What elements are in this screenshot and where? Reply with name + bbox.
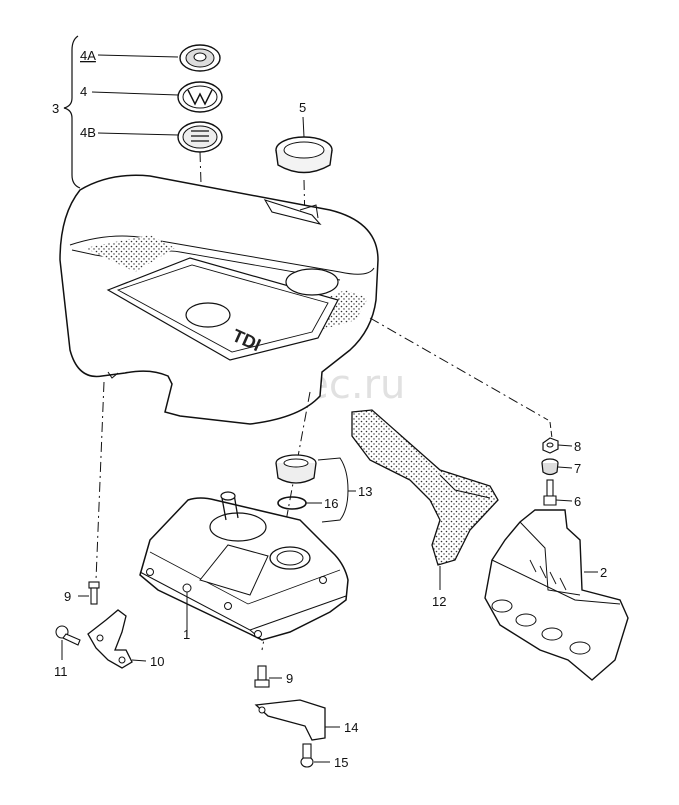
callout-14: 14 (344, 720, 358, 735)
vw-emblem-icon (177, 81, 223, 113)
leader-10 (131, 659, 147, 662)
axis-mount-right (369, 317, 549, 421)
leader-4a (97, 54, 179, 58)
callout-4: 4 (80, 84, 87, 99)
callout-11: 11 (54, 664, 68, 679)
axis-emblem (199, 151, 206, 311)
callout-3: 3 (52, 101, 59, 116)
cylinder-head-cover-part-1 (139, 491, 349, 641)
callout-2: 2 (600, 565, 607, 580)
axis-mount-center (261, 391, 311, 651)
bracket-part-10 (87, 609, 133, 669)
callout-12: 12 (432, 594, 446, 609)
axis-mount-left (95, 381, 105, 581)
callout-16: 16 (324, 496, 338, 511)
leader-6 (555, 499, 573, 502)
nut-part-8 (542, 437, 559, 454)
leader-7 (557, 466, 573, 469)
group-bracket-3 (63, 35, 81, 189)
emblem-4b-icon (177, 121, 223, 153)
emblem-4a-icon (179, 44, 221, 72)
leader-8 (557, 444, 573, 447)
axis-mount-right-2 (549, 421, 553, 439)
callout-1: 1 (183, 627, 190, 642)
callout-7: 7 (574, 461, 581, 476)
stud-part-6 (543, 479, 557, 506)
bolt-part-11 (55, 625, 81, 646)
bracket-part-14 (254, 699, 326, 741)
leader-4b (97, 132, 179, 136)
bracket-13 (317, 457, 349, 523)
callout-9-upper: 9 (64, 589, 71, 604)
grommet-part-13 (275, 454, 317, 484)
callout-6: 6 (574, 494, 581, 509)
seal-ring-part-5 (275, 136, 333, 174)
callout-10: 10 (150, 654, 164, 669)
callout-4b: 4B (80, 125, 96, 140)
bolt-part-9-lower (254, 665, 270, 688)
callout-13: 13 (358, 484, 372, 499)
bolt-part-15 (300, 743, 314, 768)
leader-4 (91, 91, 179, 96)
washer-part-7 (541, 458, 559, 476)
callout-8: 8 (574, 439, 581, 454)
intake-manifold-part-2 (484, 509, 629, 681)
engine-cover (59, 174, 379, 425)
heat-shield-part-12 (351, 409, 499, 566)
leader-5 (302, 116, 305, 138)
callout-15: 15 (334, 755, 348, 770)
callout-9-lower: 9 (286, 671, 293, 686)
o-ring-part-16 (277, 496, 307, 510)
callout-5: 5 (299, 100, 306, 115)
callout-4a: 4A (80, 48, 96, 63)
bolt-part-9-upper (88, 581, 100, 605)
